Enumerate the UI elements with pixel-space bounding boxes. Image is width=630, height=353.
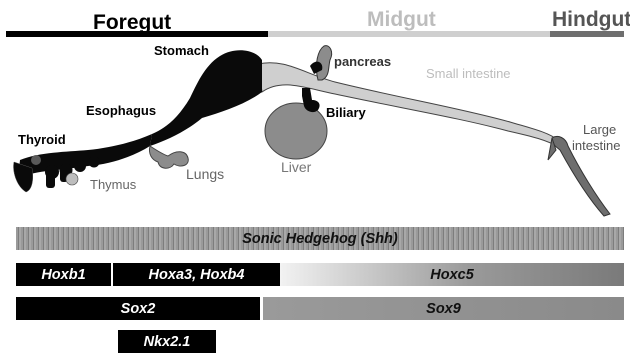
thyroid-label: Thyroid [18,133,66,146]
lungs-label: Lungs [186,167,224,181]
hoxa3-hoxb4-label: Hoxa3, Hoxb4 [113,267,280,282]
midgut-region-bar [268,31,550,37]
hoxa3-hoxb4-expression-bar: Hoxa3, Hoxb4 [113,263,280,286]
biliary-label: Biliary [326,106,366,119]
thymus-shape [66,173,78,185]
stomach-shape [150,50,262,146]
hoxb1-expression-bar: Hoxb1 [16,263,111,286]
sox9-label: Sox9 [263,301,624,316]
pharyngeal-pouch-4 [89,157,100,168]
thyroid-bud [31,155,41,165]
hoxc5-expression-bar: Hoxc5 [280,263,624,286]
large-intestine-label-line1: Large [583,123,616,136]
lungs-shape [149,146,188,168]
thymus-label: Thymus [90,178,136,191]
nkx21-label: Nkx2.1 [118,334,216,349]
hoxc5-label: Hoxc5 [280,267,624,282]
sox9-expression-bar: Sox9 [263,297,624,320]
sox2-expression-bar: Sox2 [16,297,260,320]
shh-label: Sonic Hedgehog (Shh) [16,231,624,246]
pharyngeal-pouch-3 [74,160,86,172]
shh-expression-bar: Sonic Hedgehog (Shh) [16,227,624,250]
hoxb1-label: Hoxb1 [16,267,111,282]
stomach-label: Stomach [154,44,209,57]
sox2-label: Sox2 [16,301,260,316]
nkx21-expression-bar: Nkx2.1 [118,330,216,353]
esophagus-label: Esophagus [86,104,156,117]
hindgut-region-bar [550,31,624,37]
liver-shape [265,103,327,159]
pancreas-label: pancreas [334,55,391,68]
pharyngeal-arch-1 [46,170,55,188]
foregut-region-bar [6,31,268,37]
small-intestine-label: Small intestine [426,67,511,80]
liver-label: Liver [281,160,311,174]
large-intestine-label-line2: intestine [572,139,620,152]
